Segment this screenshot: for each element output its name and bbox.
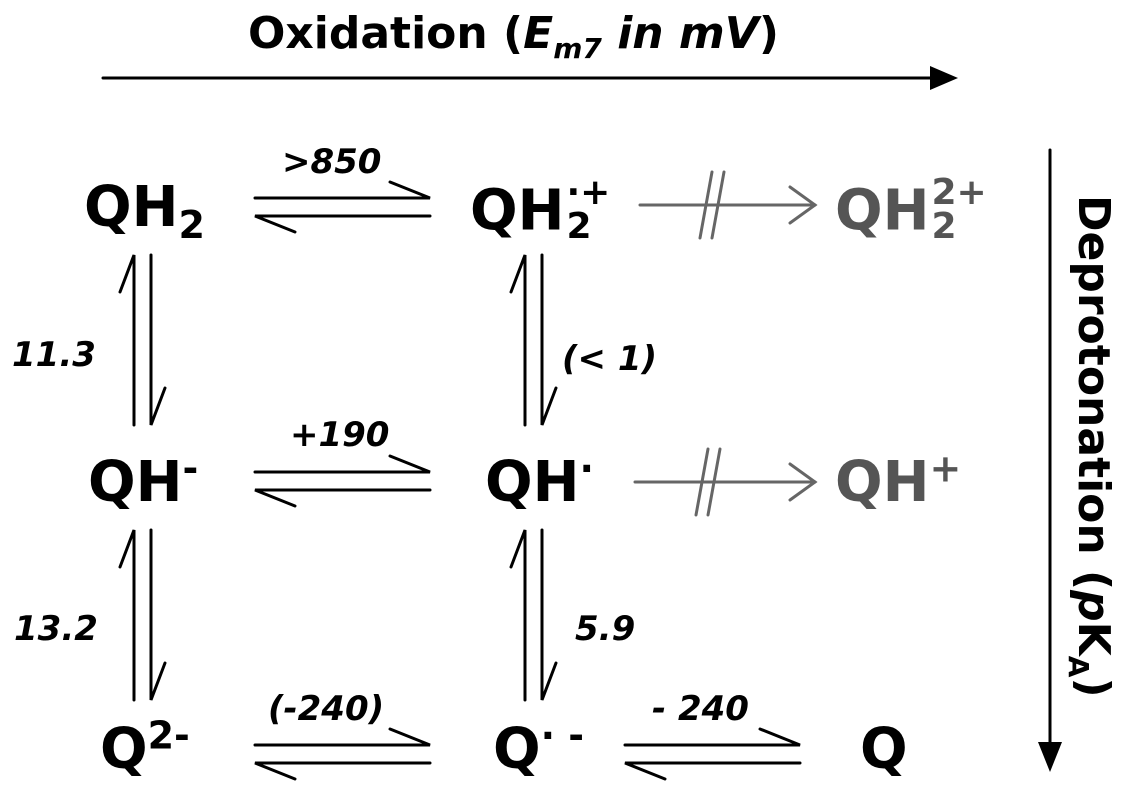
species-qh-cation-base: QH (835, 450, 930, 515)
potential-label-qh2: >850 (282, 142, 382, 182)
oxidation-axis-title: Oxidation (Em7 in mV) (248, 12, 779, 63)
species-qh-radical-sup: · (579, 446, 594, 491)
blocked-arrow-qh-radical-qh-cation (633, 447, 818, 517)
species-qh2-dication-sup: 2+ (931, 172, 987, 213)
species-q: Q (860, 722, 908, 778)
species-q-dianion-sup: 2- (147, 713, 190, 758)
species-qh-anion-sup: - (182, 446, 199, 491)
equilibrium-arrow-q-dianion-q-radical-anion (253, 727, 432, 781)
species-qh-cation-sup: + (929, 446, 962, 491)
species-qh-radical: QH· (485, 449, 594, 511)
species-q-radical-anion: Q· - (493, 716, 584, 778)
blocked-arrow-qh2-radical-cation-qh2-dication (638, 170, 818, 240)
oxidation-title-e-subscript: m7 (553, 31, 602, 65)
species-qh2-base: QH (84, 175, 179, 240)
oxidation-title-e-symbol: E (523, 8, 554, 59)
pka-label-qh-radical: 5.9 (575, 609, 636, 649)
pka-label-qh2: 11.3 (12, 335, 96, 375)
species-q-base: Q (860, 717, 908, 782)
potential-label-qh-anion: +190 (290, 415, 390, 455)
species-q-radical-anion-base: Q (493, 717, 541, 782)
species-qh2-radical-cation-sup: ·+ (566, 172, 611, 213)
species-qh2-radical-cation-sub: 2 (566, 206, 592, 248)
species-qh2-dication-sub: 2 (931, 206, 957, 248)
potential-label-q-dianion: (-240) (268, 689, 385, 729)
equilibrium-arrow-q-radical-anion-q (623, 727, 802, 781)
species-qh2-sub: 2 (178, 203, 205, 248)
species-qh-radical-base: QH (485, 450, 580, 515)
species-qh2-radical-cation: QH·+2 (470, 174, 610, 248)
species-q-dianion-base: Q (100, 717, 148, 782)
equilibrium-arrow-qh2-qh2-radical-cation (253, 180, 432, 234)
pka-label-qh-anion: 13.2 (14, 609, 98, 649)
species-qh-anion-base: QH (88, 450, 183, 515)
equilibrium-arrow-qh-anion-q-dianion (118, 528, 167, 702)
oxidation-axis-arrow (101, 66, 958, 90)
oxidation-title-close: ) (758, 8, 779, 59)
equilibrium-arrow-qh2-qh-anion (118, 253, 167, 427)
species-qh-anion: QH- (88, 449, 198, 511)
deprotonation-axis-arrow (1038, 148, 1062, 772)
equilibrium-arrow-qh-radical-q-radical-anion (509, 528, 558, 702)
species-qh2: QH2 (84, 180, 205, 245)
oxidation-title-suffix: in mV (601, 8, 759, 59)
oxidation-title-prefix: Oxidation ( (248, 8, 524, 59)
species-q-radical-anion-sup: · - (540, 713, 585, 758)
equilibrium-arrow-qh-anion-qh-radical (253, 454, 432, 508)
species-qh2-dication-base: QH (835, 178, 930, 244)
species-qh2-radical-cation-base: QH (470, 178, 565, 244)
species-qh-cation: QH+ (835, 449, 961, 511)
potential-label-q-radical-anion: - 240 (652, 689, 749, 729)
equilibrium-arrow-qh2-radical-cation-qh-radical (509, 253, 558, 427)
species-q-dianion: Q2- (100, 716, 190, 778)
pka-label-qh2-radical-cation: (< 1) (562, 339, 658, 379)
